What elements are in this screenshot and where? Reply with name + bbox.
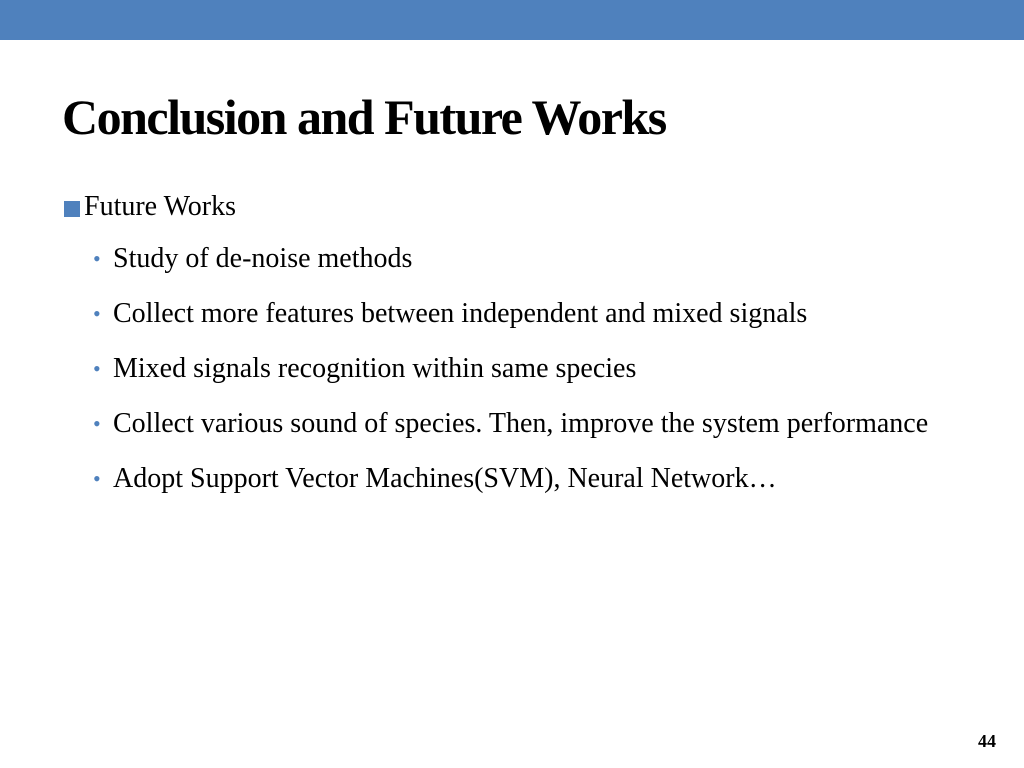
bullet-dot-icon: • <box>93 301 101 326</box>
top-accent-bar <box>0 0 1024 40</box>
list-item-text: Collect various sound of species. Then, … <box>113 408 929 439</box>
slide-content: Future Works • Study of de-noise methods… <box>62 190 982 499</box>
list-item: • Study of de-noise methods <box>93 239 973 279</box>
page-number: 44 <box>978 731 996 751</box>
list-item-text: Mixed signals recognition within same sp… <box>113 353 637 384</box>
square-bullet-icon <box>64 201 80 217</box>
slide-title: Conclusion and Future Works <box>62 89 667 145</box>
list-item: • Mixed signals recognition within same … <box>93 349 973 389</box>
list-item: • Adopt Support Vector Machines(SVM), Ne… <box>93 459 973 499</box>
bullet-list: • Study of de-noise methods • Collect mo… <box>62 239 982 499</box>
bullet-dot-icon: • <box>93 466 101 491</box>
section-heading: Future Works <box>84 191 237 222</box>
bullet-dot-icon: • <box>93 411 101 436</box>
list-item-text: Adopt Support Vector Machines(SVM), Neur… <box>113 463 777 494</box>
list-item: • Collect various sound of species. Then… <box>93 404 973 444</box>
list-item: • Collect more features between independ… <box>93 294 973 334</box>
list-item-text: Collect more features between independen… <box>113 298 808 329</box>
bullet-dot-icon: • <box>93 246 101 271</box>
bullet-dot-icon: • <box>93 356 101 381</box>
list-item-text: Study of de-noise methods <box>113 243 413 274</box>
section-heading-item: Future Works <box>62 190 982 224</box>
